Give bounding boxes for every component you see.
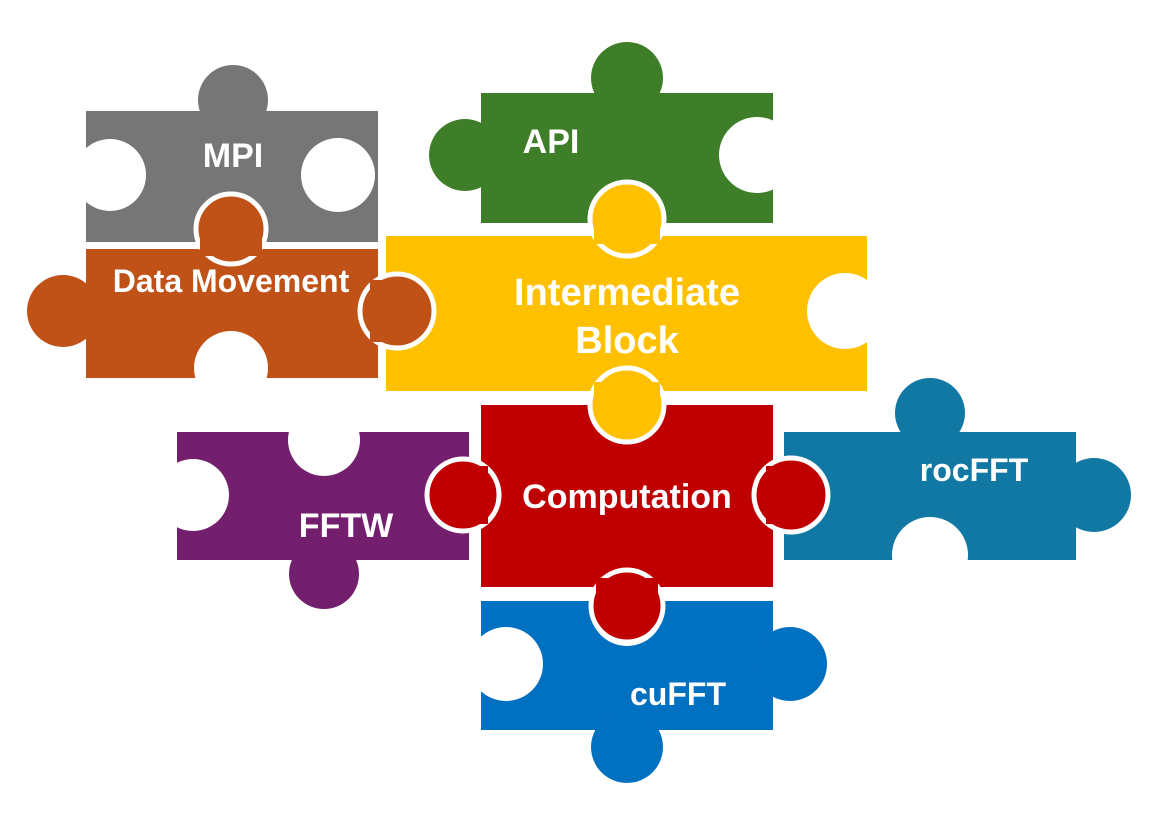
- cufft-right-knob: [753, 627, 827, 701]
- intermediate-block-label-line1: Intermediate: [514, 272, 740, 314]
- data-movement-bottom-hole: [194, 331, 268, 405]
- intermediate-block-label-line2: Block: [575, 320, 679, 362]
- intermediate-block-right-hole: [807, 273, 883, 349]
- data-movement-left-knob: [27, 275, 99, 347]
- intermediate-block-top-knob-neck: [594, 226, 660, 244]
- rocfft-top-knob: [895, 378, 965, 448]
- data-movement-top-knob-neck: [200, 236, 262, 256]
- computation-label: Computation: [522, 478, 732, 516]
- rocfft-bottom-hole: [892, 517, 968, 593]
- cufft-bottom-knob: [591, 711, 663, 783]
- intermediate-block-body: [386, 236, 867, 391]
- fftw-bottom-knob: [289, 539, 359, 609]
- computation-right-knob-overlay: [751, 455, 831, 535]
- data-movement-label: Data Movement: [113, 263, 350, 299]
- mpi-left-hole: [74, 139, 146, 211]
- api-top-knob: [591, 42, 663, 114]
- computation-right-knob-neck: [766, 466, 784, 524]
- api-label: API: [523, 123, 580, 161]
- computation-left-knob-neck: [470, 466, 488, 524]
- fftw-top-hole: [288, 404, 360, 476]
- fftw-left-hole: [157, 459, 229, 531]
- intermediate-block-top-knob-overlay: [587, 179, 667, 259]
- mpi-right-hole: [301, 138, 375, 212]
- intermediate-block-bottom-knob-neck: [594, 382, 660, 400]
- intermediate-block-bottom-knob-overlay: [587, 365, 667, 445]
- rocfft-right-knob: [1057, 458, 1131, 532]
- mpi-top-knob: [198, 65, 268, 135]
- data-movement-right-knob-neck: [370, 280, 390, 342]
- cufft-left-hole: [469, 627, 543, 701]
- mpi-label: MPI: [203, 137, 263, 175]
- rocfft-label: rocFFT: [920, 452, 1029, 488]
- cufft-label: cuFFT: [630, 676, 726, 712]
- computation-left-knob-overlay: [424, 456, 502, 534]
- api-left-knob: [429, 119, 501, 191]
- api-right-hole: [719, 117, 795, 193]
- cufft-piece: cuFFT: [469, 572, 827, 783]
- connector-overlays: [193, 179, 831, 645]
- computation-bottom-knob-neck: [596, 578, 658, 598]
- fftw-label: FFTW: [299, 507, 394, 545]
